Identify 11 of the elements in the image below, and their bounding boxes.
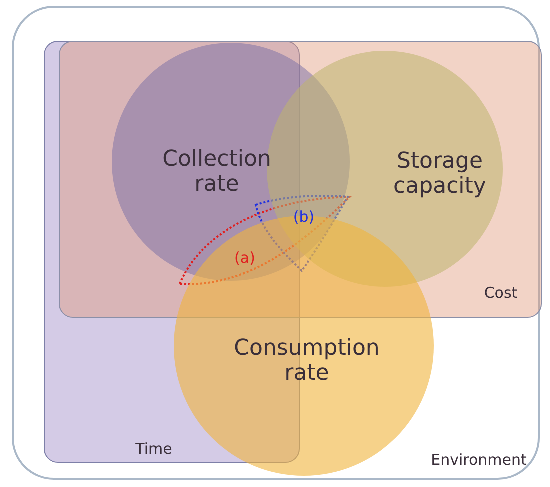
cost-rectangle — [59, 41, 542, 318]
environment-label: Environment — [430, 451, 528, 469]
collection-label: Collection rate — [162, 147, 272, 197]
environment-frame — [12, 6, 540, 480]
cost-label: Cost — [483, 284, 519, 302]
consumption-label: Consumption rate — [233, 336, 381, 386]
region-label: (a) — [234, 249, 256, 267]
inner-overlap-region — [253, 193, 351, 273]
time-label: Time — [134, 440, 174, 458]
region-label: (b) — [292, 208, 316, 226]
storage-label: Storage capacity — [392, 149, 488, 199]
